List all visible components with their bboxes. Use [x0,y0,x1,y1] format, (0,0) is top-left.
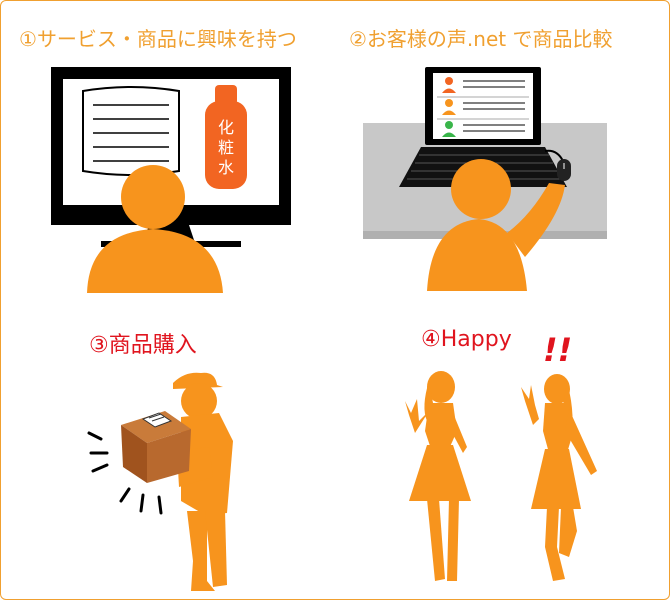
bottle-label-1: 化 [218,118,234,137]
step-2-label: お客様の声.net で商品比較 [366,27,613,51]
box-motion-lines [87,431,163,515]
step-2-title: ②お客様の声.net で商品比較 [349,23,612,52]
step-1-number: ① [19,27,37,51]
step-4-label: Happy [440,327,512,352]
step-3-label: 商品購入 [108,333,197,358]
package-box-icon [121,411,191,483]
peace-hand [405,399,429,433]
step-4-number: ④ [421,327,441,352]
user-person-icon [427,159,565,291]
step-1-title: ①サービス・商品に興味を持つ [19,23,297,52]
bottle-label-3: 水 [218,158,234,177]
step-2-number: ② [349,27,367,51]
box-label-icon [141,412,173,428]
bottle-label-2: 粧 [218,138,234,157]
reviewer-avatar-1 [442,77,456,93]
step-4-title: ④Happy [421,327,512,352]
step-1-label: サービス・商品に興味を持つ [36,27,297,51]
reviewer-avatar-2 [442,99,456,115]
step-3-number: ③ [89,333,109,358]
peace-hand-2 [521,385,547,425]
mouse-icon [544,149,571,181]
happy-woman-1-icon [405,371,471,581]
viewer-person-icon [87,165,223,293]
cap [173,372,223,389]
reviewer-avatar-3 [442,121,456,137]
user-arm [507,183,565,257]
skirt-2 [531,449,581,509]
review-list [437,77,529,137]
skirt [409,445,471,501]
document-icon [82,86,180,176]
step-3-title: ③商品購入 [89,327,197,359]
exclamation-marks: !! [543,331,572,369]
delivery-person-icon [173,372,233,591]
lotion-bottle-icon: 化 粧 水 [205,85,247,189]
happy-woman-2-icon [521,374,597,581]
